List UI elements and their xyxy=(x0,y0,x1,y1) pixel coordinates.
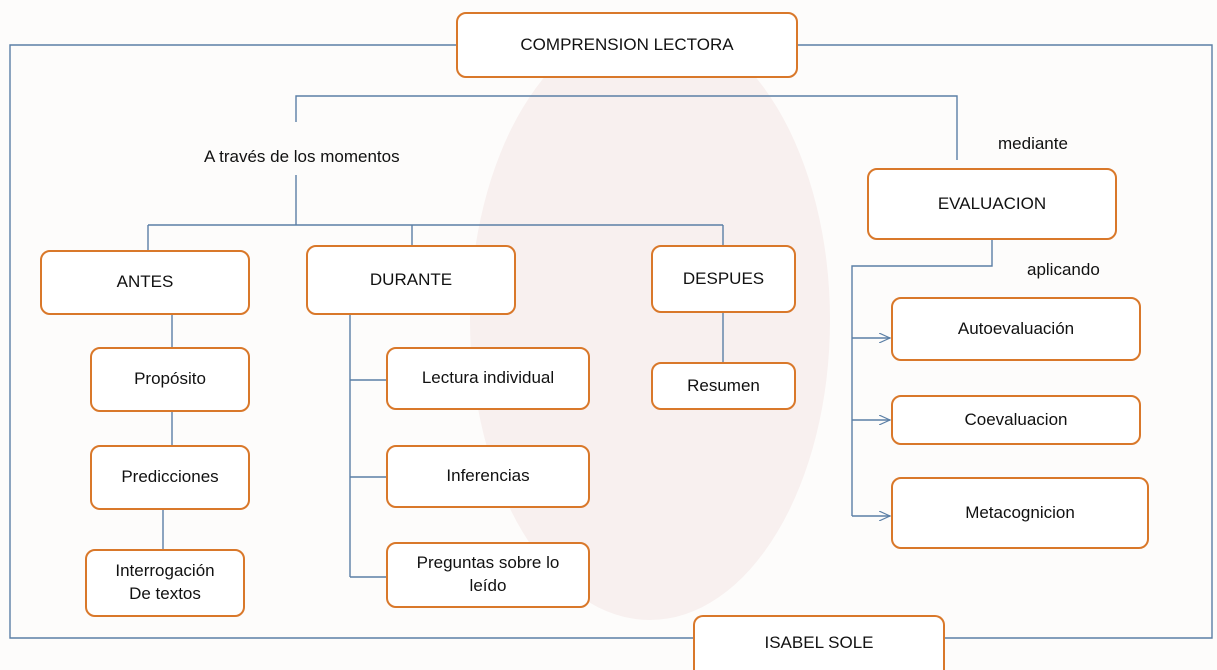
durante-item-lectura: Lectura individual xyxy=(386,347,590,410)
antes-item-interrogacion: Interrogación De textos xyxy=(85,549,245,617)
label-mediante: mediante xyxy=(998,134,1068,153)
evaluacion-item-autoevaluacion: Autoevaluación xyxy=(891,297,1141,361)
top-branch xyxy=(295,95,958,160)
despues-item-resumen: Resumen xyxy=(651,362,796,410)
author-box: ISABEL SOLE xyxy=(693,615,945,670)
antes-item-predicciones: Predicciones xyxy=(90,445,250,510)
evaluacion-item-metacognicion: Metacognicion xyxy=(891,477,1149,549)
background-watermark xyxy=(470,20,830,620)
antes-item-proposito: Propósito xyxy=(90,347,250,412)
phase-durante: DURANTE xyxy=(306,245,516,315)
title-box: COMPRENSION LECTORA xyxy=(456,12,798,78)
phase-evaluacion: EVALUACION xyxy=(867,168,1117,240)
label-moments: A través de los momentos xyxy=(204,147,400,166)
phase-despues: DESPUES xyxy=(651,245,796,313)
evaluacion-item-coevaluacion: Coevaluacion xyxy=(891,395,1141,445)
durante-item-preguntas: Preguntas sobre lo leído xyxy=(386,542,590,608)
phase-antes: ANTES xyxy=(40,250,250,315)
outer-frame-right xyxy=(798,44,1213,639)
label-aplicando: aplicando xyxy=(1027,260,1100,279)
outer-frame-left xyxy=(9,44,693,639)
durante-item-inferencias: Inferencias xyxy=(386,445,590,508)
